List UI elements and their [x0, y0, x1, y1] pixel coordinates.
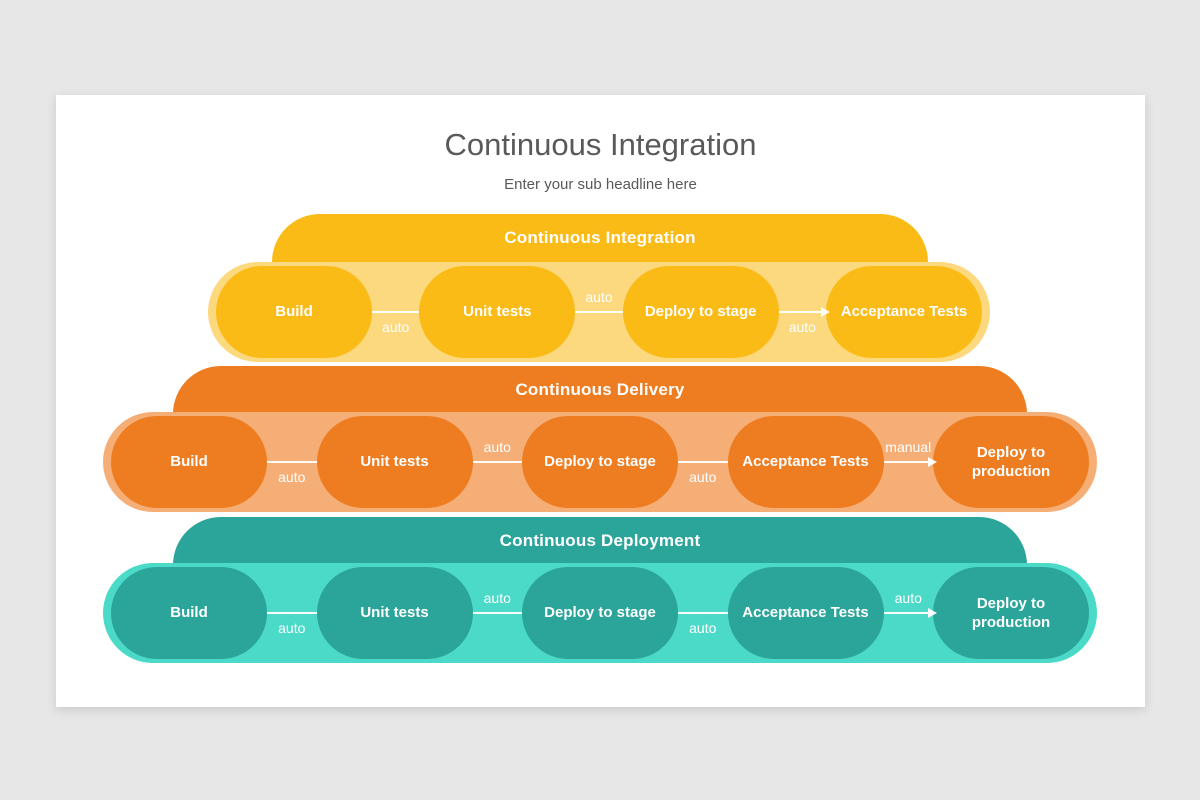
row-body-continuous-delivery: Build auto Unit tests auto Deploy to sta… [103, 412, 1097, 512]
node-build: Build [216, 266, 372, 358]
node-deploy-to-stage: Deploy to stage [522, 416, 678, 508]
connector-line [678, 461, 728, 463]
connector-line [678, 612, 728, 614]
row-header-label: Continuous Delivery [515, 380, 685, 399]
slide-canvas: Continuous Integration Enter your sub he… [56, 95, 1145, 707]
node-build: Build [111, 416, 267, 508]
node-build: Build [111, 567, 267, 659]
node-acceptance-tests: Acceptance Tests [727, 416, 884, 508]
connector: auto [575, 266, 623, 358]
connector-line [267, 461, 317, 463]
connector: manual [883, 416, 934, 508]
connector-label: auto [483, 439, 511, 455]
connector-label: manual [885, 439, 932, 455]
connector: auto [883, 567, 934, 659]
connector-label: auto [894, 590, 922, 606]
arrow-right-icon [883, 612, 928, 614]
connector-label: auto [278, 469, 306, 485]
row-header-label: Continuous Deployment [499, 531, 701, 550]
connector-line [575, 311, 623, 313]
connector: auto [472, 416, 522, 508]
connector: auto [778, 266, 826, 358]
connector-line [472, 612, 522, 614]
connector: auto [678, 567, 728, 659]
node-acceptance-tests: Acceptance Tests [727, 567, 884, 659]
connector-label: auto [278, 620, 306, 636]
connector-label: auto [689, 620, 717, 636]
node-acceptance-tests: Acceptance Tests [825, 266, 982, 358]
row-continuous-delivery: Continuous Delivery Build auto Unit test… [56, 95, 1145, 707]
connector: auto [472, 567, 522, 659]
connector-line [267, 612, 317, 614]
page-subtitle: Enter your sub headline here [504, 176, 697, 193]
row-body-continuous-integration: Build auto Unit tests auto Deploy to sta… [208, 262, 990, 362]
node-unit-tests: Unit tests [419, 266, 576, 358]
connector: auto [678, 416, 728, 508]
row-body-continuous-deployment: Build auto Unit tests auto Deploy to sta… [103, 563, 1097, 663]
connector: auto [372, 266, 420, 358]
node-unit-tests: Unit tests [316, 567, 473, 659]
page-title: Continuous Integration [444, 127, 757, 162]
connector: auto [267, 567, 317, 659]
connector-line [372, 311, 420, 313]
row-continuous-deployment: Continuous Deployment Build auto Unit te… [56, 95, 1145, 707]
connector: auto [267, 416, 317, 508]
arrow-right-icon [778, 311, 821, 313]
node-deploy-to-production: Deploy to production [933, 567, 1089, 659]
row-continuous-integration: Continuous Integration Build auto Unit t… [56, 95, 1145, 707]
arrow-right-icon [883, 461, 928, 463]
node-deploy-to-production: Deploy to production [933, 416, 1089, 508]
connector-label: auto [382, 319, 410, 335]
connector-label: auto [585, 289, 613, 305]
connector-line [472, 461, 522, 463]
node-deploy-to-stage: Deploy to stage [522, 567, 678, 659]
connector-label: auto [788, 319, 816, 335]
node-deploy-to-stage: Deploy to stage [622, 266, 779, 358]
connector-label: auto [689, 469, 717, 485]
node-unit-tests: Unit tests [316, 416, 473, 508]
connector-label: auto [483, 590, 511, 606]
row-header-label: Continuous Integration [504, 228, 696, 247]
